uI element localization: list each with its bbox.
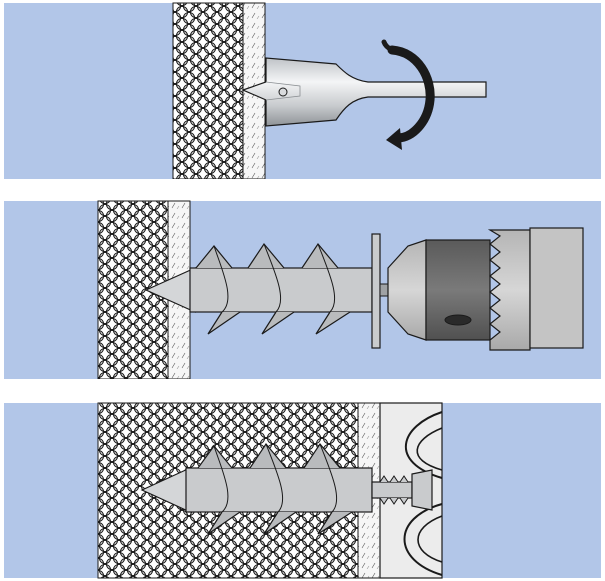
spiral-anchor-icon [144,233,389,349]
rotation-arrow-icon [381,39,435,150]
step-1-drilling-panel [4,2,601,180]
step-3-installed-panel [4,402,601,579]
step-2-driving-panel [4,200,601,380]
drill-chuck-icon [387,227,584,351]
panel-separator [4,179,601,201]
spade-bit-icon [241,57,487,127]
insulation-board [172,2,244,180]
panel-separator [4,379,601,403]
screw-icon [371,469,433,511]
